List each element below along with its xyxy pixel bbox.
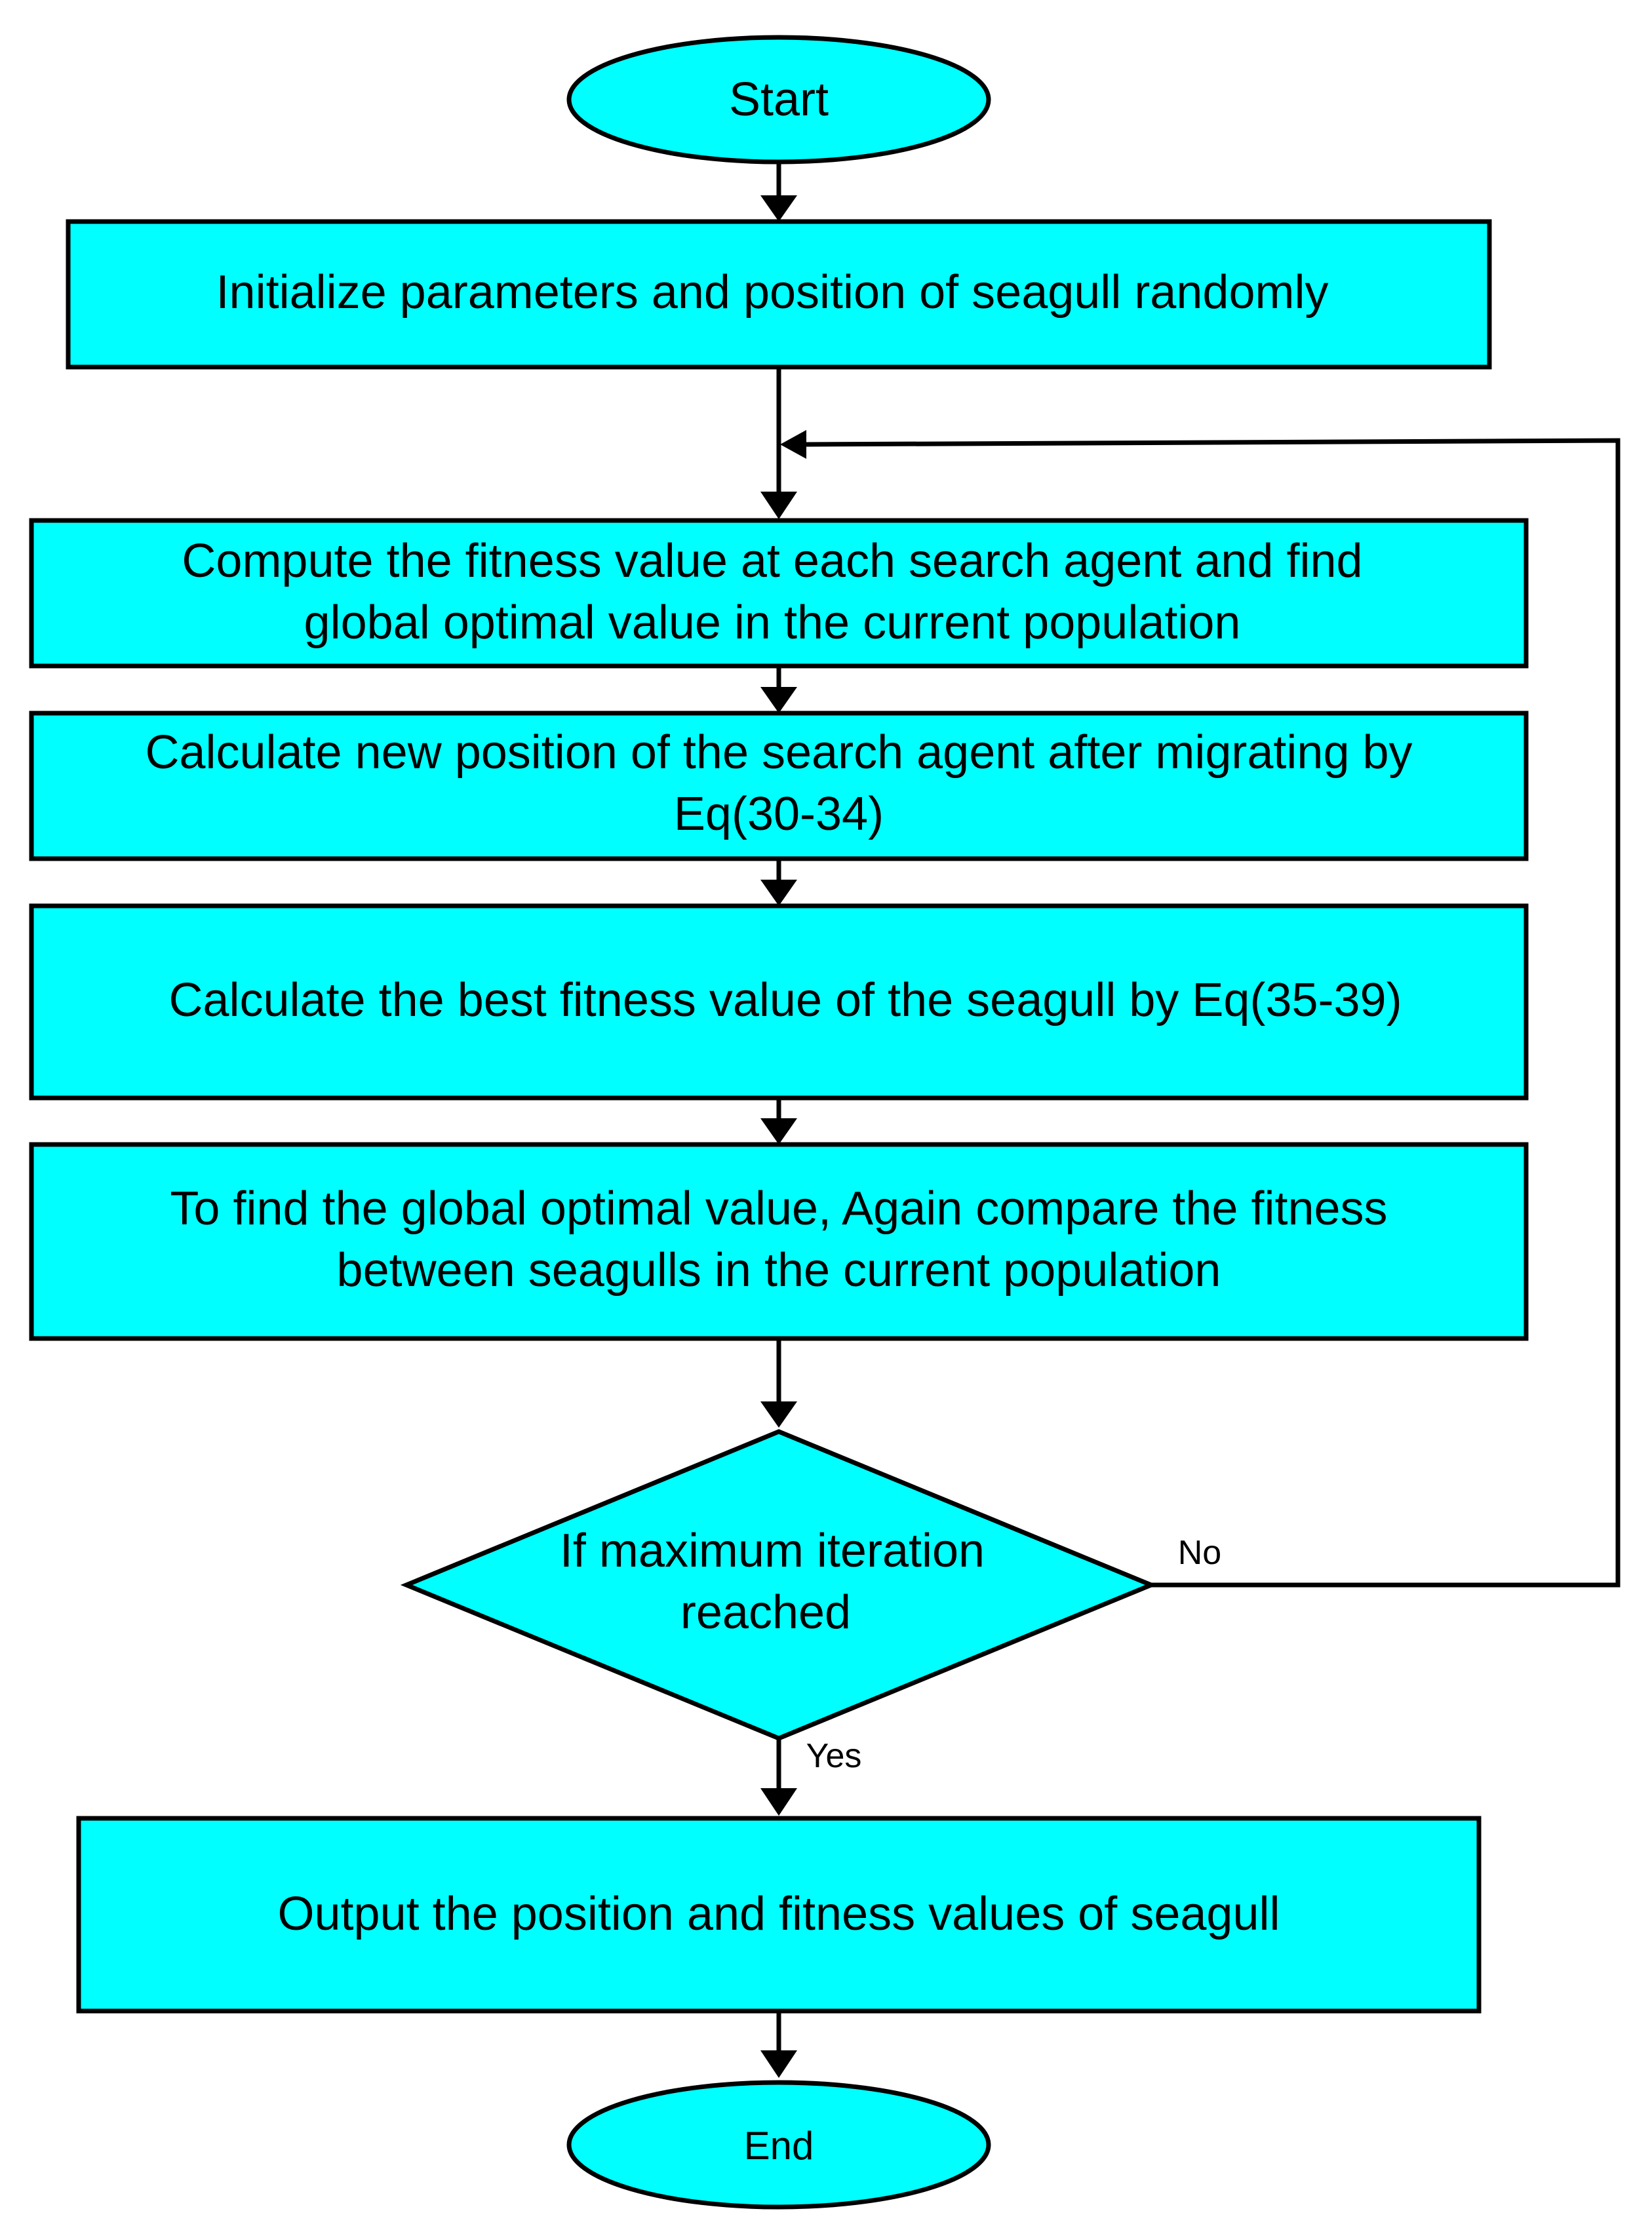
arrow-position-to-best xyxy=(760,859,797,906)
initialize-label: Initialize parameters and position of se… xyxy=(216,266,1329,319)
compute-fitness-label-line2: global optimal value in the current popu… xyxy=(304,596,1241,649)
calc-position-node: Calculate new position of the search age… xyxy=(29,711,1529,861)
end-node: End xyxy=(566,2080,991,2210)
compare-label-line2: between seagulls in the current populati… xyxy=(337,1244,1221,1297)
arrow-best-to-compare xyxy=(760,1098,797,1144)
no-label: No xyxy=(1178,1534,1221,1572)
calc-best-node: Calculate the best fitness value of the … xyxy=(29,903,1529,1101)
output-label: Output the position and fitness values o… xyxy=(278,1888,1280,1940)
decision-label-line2: reached xyxy=(680,1586,851,1639)
initialize-node: Initialize parameters and position of se… xyxy=(66,219,1492,370)
arrow-decision-to-output xyxy=(760,1738,797,1816)
start-label: Start xyxy=(729,73,829,126)
compute-fitness-label-line1: Compute the fitness value at each search… xyxy=(182,535,1362,587)
calc-position-label-line1: Calculate new position of the search age… xyxy=(145,726,1412,779)
compare-label-line1: To find the global optimal value, Again … xyxy=(170,1182,1387,1235)
calc-position-label-line2: Eq(30-34) xyxy=(674,788,884,840)
arrow-initialize-to-compute xyxy=(760,367,797,519)
compare-node: To find the global optimal value, Again … xyxy=(29,1142,1529,1341)
decision-node: If maximum iteration reached xyxy=(400,1429,1158,1741)
output-node: Output the position and fitness values o… xyxy=(76,1816,1482,2014)
decision-label-line1: If maximum iteration xyxy=(560,1525,985,1577)
yes-label: Yes xyxy=(806,1737,862,1775)
end-label: End xyxy=(744,2124,814,2168)
start-node: Start xyxy=(566,35,991,165)
arrow-start-to-initialize xyxy=(760,162,797,222)
arrow-compute-to-position xyxy=(760,666,797,713)
arrow-compare-to-decision xyxy=(760,1339,797,1428)
compute-fitness-node: Compute the fitness value at each search… xyxy=(29,518,1529,669)
loop-back-connector xyxy=(780,430,1621,1588)
calc-best-label: Calculate the best fitness value of the … xyxy=(168,974,1402,1026)
arrow-output-to-end xyxy=(760,2011,797,2078)
